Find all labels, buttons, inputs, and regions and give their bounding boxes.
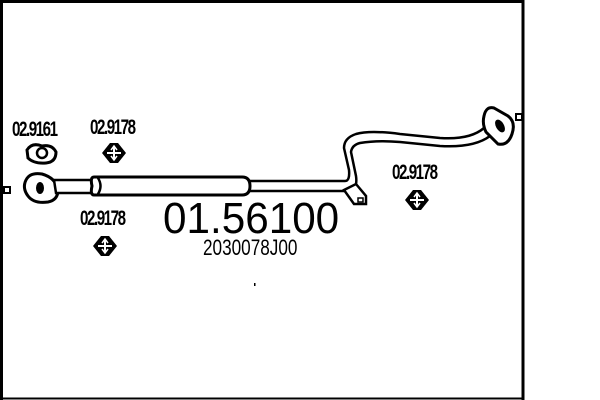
inlet-pipe [52, 178, 96, 195]
left-connection-marker [3, 186, 11, 194]
center-mark [254, 283, 256, 286]
accessory-code-mount-top: 02.9178 [90, 116, 136, 139]
rubber-mount-icon [102, 143, 126, 163]
accessory-code-mount-bottom: 02.9178 [80, 207, 126, 230]
rubber-mount-icon [405, 190, 429, 210]
part-number: 01.56100 [163, 194, 340, 243]
oe-number: 2030078J00 [203, 235, 298, 260]
gasket-icon [25, 143, 58, 165]
rear-flange-icon [481, 106, 515, 146]
outlet-pipe [250, 117, 499, 193]
accessory-code-mount-right: 02.9178 [392, 161, 438, 184]
front-flange-icon [22, 172, 60, 204]
accessory-code-gasket: 02.9161 [12, 118, 58, 141]
rubber-mount-icon [93, 236, 117, 256]
frame-border [0, 0, 525, 400]
muffler-body [89, 175, 252, 197]
hanger-bracket-icon [342, 182, 368, 206]
right-connection-marker [515, 113, 523, 121]
